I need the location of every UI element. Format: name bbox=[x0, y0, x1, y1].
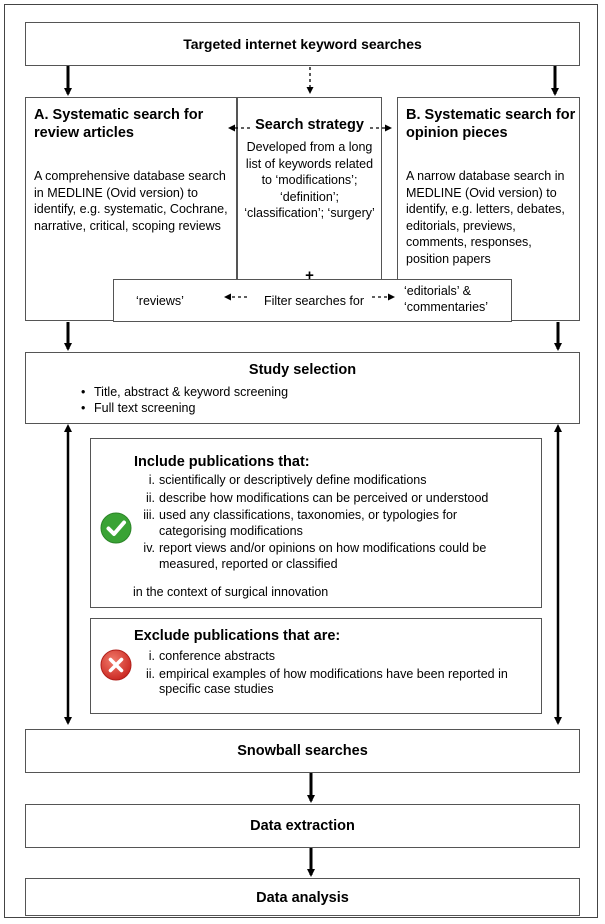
snowball-box: Snowball searches bbox=[25, 729, 580, 773]
include-title: Include publications that: bbox=[134, 454, 310, 470]
opinion-search-title: B. Systematic search for opinion pieces bbox=[406, 107, 576, 141]
selection-item: Title, abstract & keyword screening bbox=[76, 384, 288, 400]
search-strategy-body: Developed from a long list of keywords r… bbox=[244, 140, 375, 220]
study-selection-box: Study selection Title, abstract & keywor… bbox=[25, 352, 580, 424]
opinion-search-body: A narrow database search in MEDLINE (Ovi… bbox=[406, 169, 565, 266]
review-search-body: A comprehensive database search in MEDLI… bbox=[34, 169, 228, 233]
selection-item: Full text screening bbox=[76, 400, 288, 416]
include-footer: in the context of surgical innovation bbox=[133, 585, 329, 599]
search-strategy-title: Search strategy bbox=[255, 117, 364, 133]
exclude-criteria-box: Exclude publications that are: i.confere… bbox=[90, 618, 542, 714]
include-criteria-box: Include publications that: i.scientifica… bbox=[90, 438, 542, 608]
exclude-item: i.conference abstracts bbox=[148, 649, 276, 663]
figure-frame bbox=[4, 4, 598, 918]
search-strategy-box: Search strategy Developed from a long li… bbox=[237, 97, 382, 283]
include-item: iii.used any classifications, taxonomies… bbox=[143, 508, 458, 538]
reviews-filter: ‘reviews’ bbox=[136, 294, 184, 308]
data-extraction-title: Data extraction bbox=[250, 818, 355, 834]
data-analysis-box: Data analysis bbox=[25, 878, 580, 916]
data-analysis-title: Data analysis bbox=[256, 890, 349, 906]
editorials-filter: ‘editorials’ & ‘commentaries’ bbox=[404, 284, 489, 314]
keyword-search-title: Targeted internet keyword searches bbox=[183, 36, 422, 52]
exclude-title: Exclude publications that are: bbox=[134, 628, 341, 644]
include-item: iv.report views and/or opinions on how m… bbox=[143, 541, 487, 571]
review-search-title: A. Systematic search for review articles bbox=[34, 107, 204, 141]
check-circle-icon bbox=[100, 512, 132, 544]
x-circle-icon bbox=[100, 649, 132, 681]
data-extraction-box: Data extraction bbox=[25, 804, 580, 848]
include-item: i.scientifically or descriptively define… bbox=[148, 473, 427, 487]
include-item: ii.describe how modifications can be per… bbox=[145, 490, 489, 505]
filter-searches-label: Filter searches for bbox=[263, 294, 365, 308]
filter-box: ‘reviews’ Filter searches for ‘editorial… bbox=[113, 279, 512, 322]
plus-sign: + bbox=[305, 267, 314, 284]
keyword-search-box: Targeted internet keyword searches bbox=[25, 22, 580, 66]
study-selection-title: Study selection bbox=[248, 362, 357, 378]
exclude-item: ii.empirical examples of how modificatio… bbox=[145, 666, 508, 697]
snowball-title: Snowball searches bbox=[237, 743, 368, 759]
